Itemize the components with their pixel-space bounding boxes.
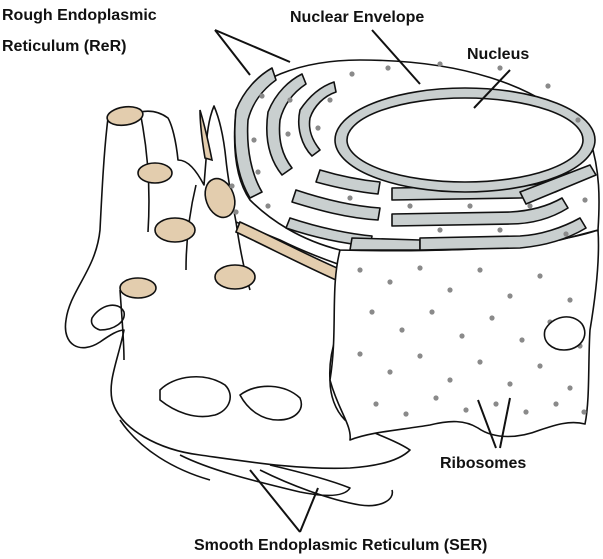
nuclear-envelope-label: Nuclear Envelope — [290, 8, 424, 27]
ribosomes-label: Ribosomes — [440, 454, 526, 473]
rer-label-line1: Rough Endoplasmic — [2, 6, 157, 25]
nucleus-label: Nucleus — [467, 45, 529, 64]
nucleus — [335, 88, 595, 192]
ser-label: Smooth Endoplasmic Reticulum (SER) — [194, 536, 487, 555]
rer-label-line2: Reticulum (ReR) — [2, 37, 126, 56]
er-loop — [544, 317, 584, 350]
